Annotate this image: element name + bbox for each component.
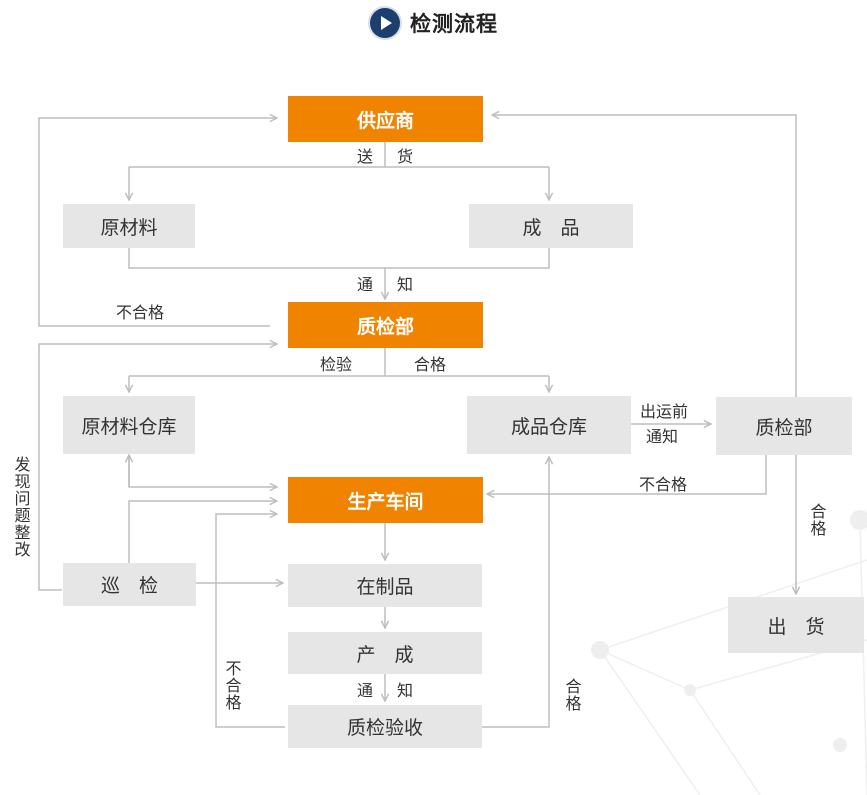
arrow-raw-warehouse-to-workshop xyxy=(128,458,277,487)
arrow-acceptance-unqualified-to-workshop xyxy=(215,514,285,728)
node-qc-acceptance: 质检验收 xyxy=(288,705,482,748)
arrow-acceptance-to-finished-warehouse xyxy=(482,457,549,728)
label-unqualified-right: 不合格 xyxy=(639,475,688,494)
node-patrol-inspection: 巡 检 xyxy=(63,563,196,606)
node-workshop: 生产车间 xyxy=(288,477,483,523)
arrow-qc2-to-supplier xyxy=(492,115,797,397)
label-deliver-1: 送 xyxy=(357,147,374,166)
label-qualified-bottom: 合格 xyxy=(565,677,582,713)
node-finished-warehouse: 成品仓库 xyxy=(467,396,631,454)
label-qualified-ship: 合格 xyxy=(810,502,827,538)
label-pre-ship-notify-1: 出运前 xyxy=(640,402,689,421)
connector-merge-to-qc xyxy=(128,248,550,269)
play-circle-icon xyxy=(370,8,400,38)
arrow-unqualified-to-supplier xyxy=(38,118,277,327)
label-notify-2a: 通 xyxy=(357,681,374,700)
label-deliver-2: 货 xyxy=(397,147,414,166)
page-header: 检测流程 xyxy=(370,6,498,40)
arrow-patrol-to-workshop xyxy=(128,501,277,563)
node-raw-warehouse: 原材料仓库 xyxy=(63,396,195,454)
label-notify-1b: 知 xyxy=(397,275,414,294)
label-notify-1a: 通 xyxy=(357,275,374,294)
label-notify-2b: 知 xyxy=(397,681,414,700)
node-finished-product: 成 品 xyxy=(469,204,633,248)
arrow-fix-issue-to-qc xyxy=(38,344,277,591)
node-qc-dept: 质检部 xyxy=(288,302,483,348)
label-fix-issue: 发现问题整改 xyxy=(14,455,31,559)
label-inspect: 检验 xyxy=(320,355,353,374)
arrow-unqualified-to-workshop xyxy=(487,455,767,494)
page-title: 检测流程 xyxy=(410,12,498,36)
node-qc-dept-2: 质检部 xyxy=(716,397,852,455)
label-pre-ship-notify-2: 通知 xyxy=(646,427,679,446)
label-unqualified-top: 不合格 xyxy=(116,303,165,322)
label-unqualified-left: 不合格 xyxy=(225,659,242,712)
node-shipment: 出 货 xyxy=(728,597,864,653)
node-wip: 在制品 xyxy=(288,564,482,607)
label-qualified-mid: 合格 xyxy=(414,355,447,374)
node-raw-material: 原材料 xyxy=(63,204,195,248)
node-supplier: 供应商 xyxy=(288,96,483,142)
node-output: 产 成 xyxy=(288,632,482,674)
